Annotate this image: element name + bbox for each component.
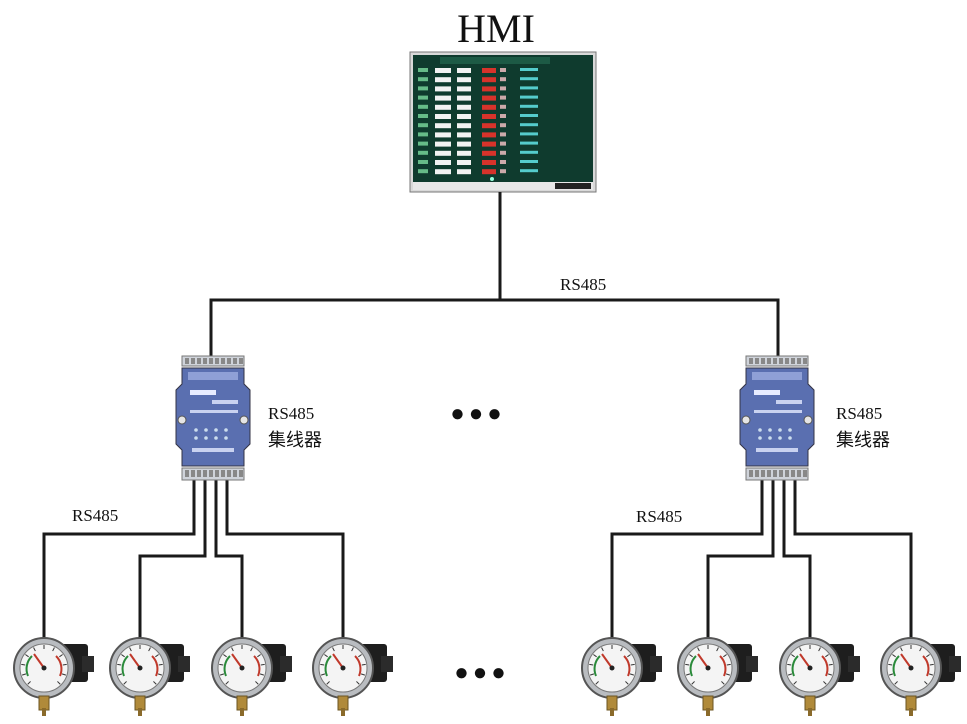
rs485-hub-left: [175, 355, 251, 481]
pressure-gauges: [13, 637, 961, 716]
bus-lines: [209, 192, 780, 360]
ellipsis-gauges: ●●●: [454, 660, 510, 686]
hmi-screen: [409, 51, 597, 193]
hub-terminal-bottom: [745, 467, 809, 481]
branch-label-right: RS485: [636, 507, 682, 526]
pressure-gauge-1: [13, 637, 94, 716]
rs485-hub-right: [739, 355, 815, 481]
hub-terminal-top: [181, 355, 245, 367]
hub-left-name: RS485: [268, 404, 314, 423]
branch-lines-right: [610, 480, 913, 640]
hub-terminal-bottom: [181, 467, 245, 481]
main-bus-label: RS485: [560, 275, 606, 294]
pressure-gauge-4: [312, 637, 393, 716]
pressure-gauge-6: [677, 637, 758, 716]
hub-left-sub: 集线器: [268, 430, 322, 451]
ellipsis-hubs: ●●●: [450, 401, 506, 427]
hmi-title: HMI: [457, 6, 535, 51]
pressure-gauge-8: [880, 637, 961, 716]
branch-lines-left: [42, 480, 345, 640]
hub-body: [175, 367, 251, 467]
pressure-gauge-5: [581, 637, 662, 716]
pressure-gauge-3: [211, 637, 292, 716]
hub-right-sub: 集线器: [836, 430, 890, 451]
hub-terminal-top: [745, 355, 809, 367]
branch-label-left: RS485: [72, 506, 118, 525]
pressure-gauge-2: [109, 637, 190, 716]
hub-body: [739, 367, 815, 467]
hub-right-name: RS485: [836, 404, 882, 423]
pressure-gauge-7: [779, 637, 860, 716]
